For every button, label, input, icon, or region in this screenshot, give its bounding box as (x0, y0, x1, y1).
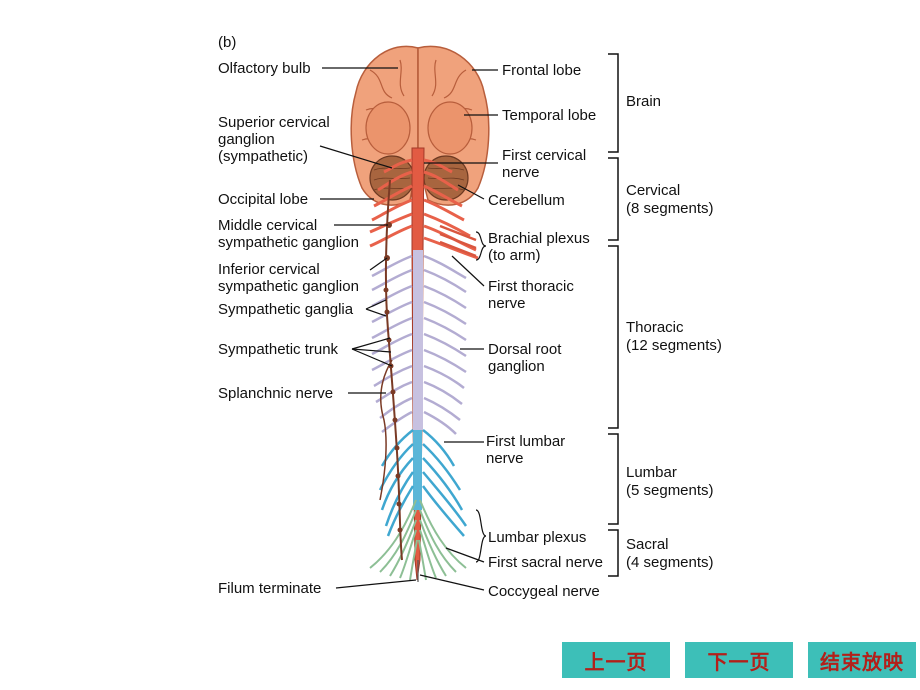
label-olfactory-bulb: Olfactory bulb (218, 60, 311, 77)
region-brackets (608, 53, 619, 577)
region-cervical: Cervical (8 segments) (626, 182, 714, 217)
label-first-thoracic-nerve: First thoracic nerve (488, 278, 578, 312)
label-lumbar-plexus: Lumbar plexus (488, 529, 586, 546)
label-splanchnic-nerve: Splanchnic nerve (218, 385, 333, 402)
right-leader-lines (419, 69, 498, 591)
next-page-button[interactable]: 下一页 (685, 642, 793, 678)
region-thoracic: Thoracic (12 segments) (626, 319, 722, 354)
splanchnic-nerve (379, 359, 393, 501)
region-brain: Brain (626, 93, 661, 110)
left-leader-lines (319, 67, 417, 589)
label-dorsal-root-ganglion: Dorsal root ganglion (488, 341, 566, 375)
label-occipital-lobe: Occipital lobe (218, 191, 308, 208)
label-coccygeal-nerve: Coccygeal nerve (488, 583, 600, 600)
sympathetic-trunk (384, 179, 403, 561)
label-first-lumbar-nerve: First lumbar nerve (486, 433, 569, 467)
label-first-cervical-nerve: First cervical nerve (502, 147, 590, 181)
label-sympathetic-trunk: Sympathetic trunk (218, 341, 339, 358)
label-middle-cervical-ganglion: Middle cervical sympathetic ganglion (218, 217, 359, 251)
region-lumbar: Lumbar (5 segments) (626, 464, 714, 499)
label-brachial-plexus: Brachial plexus (to arm) (488, 230, 594, 264)
label-first-sacral-nerve: First sacral nerve (488, 554, 603, 571)
label-superior-cervical-ganglion: Superior cervical ganglion (sympathetic) (218, 114, 334, 165)
label-temporal-lobe: Temporal lobe (502, 107, 596, 124)
anatomy-illustration (350, 45, 490, 582)
temporal-lobe-right (427, 101, 473, 155)
temporal-lobe-left (365, 101, 411, 155)
right-labels: Frontal lobe Temporal lobe First cervica… (486, 62, 603, 600)
region-sacral: Sacral (4 segments) (626, 536, 714, 571)
left-labels: Olfactory bulb Superior cervical ganglio… (218, 60, 359, 597)
label-inferior-cervical-ganglion: Inferior cervical sympathetic ganglion (218, 261, 359, 295)
label-frontal-lobe: Frontal lobe (502, 62, 581, 79)
label-sympathetic-ganglia: Sympathetic ganglia (218, 301, 354, 318)
label-cerebellum: Cerebellum (488, 192, 565, 209)
figure-label: (b) (218, 34, 236, 51)
prev-page-button[interactable]: 上一页 (562, 642, 670, 678)
label-filum-terminate: Filum terminate (218, 580, 321, 597)
end-show-button[interactable]: 结束放映 (808, 642, 916, 678)
region-labels: Brain Cervical (8 segments) Thoracic (12… (626, 93, 722, 571)
